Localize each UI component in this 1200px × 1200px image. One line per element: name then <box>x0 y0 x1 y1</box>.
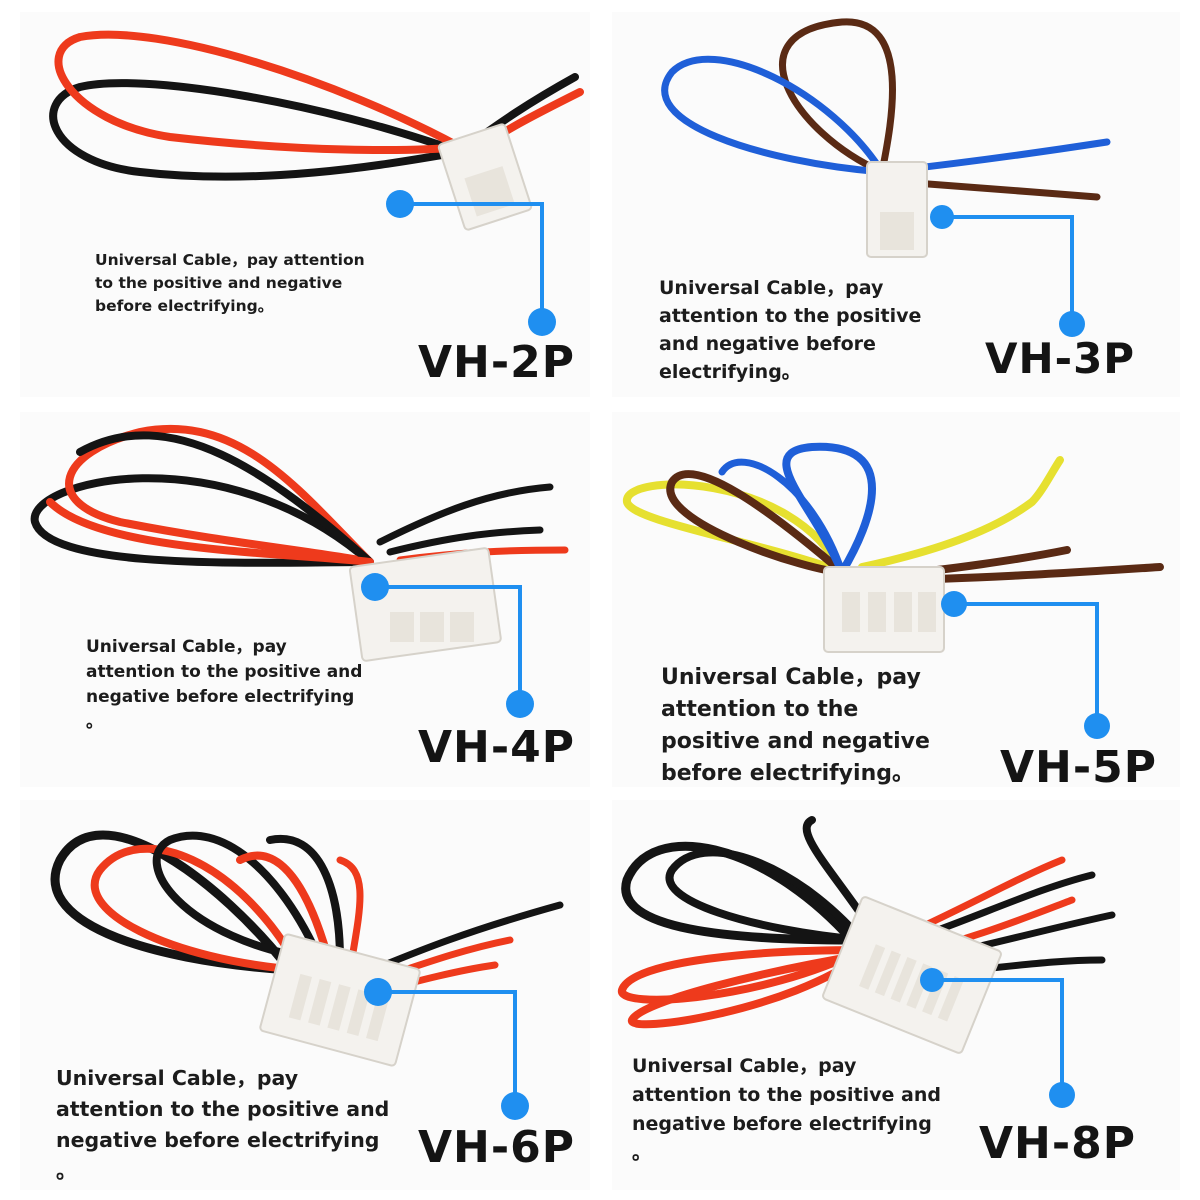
panel-vh-4p: Universal Cable，pay attention to the pos… <box>20 412 590 787</box>
cable-photo-vh-2p <box>49 30 584 336</box>
product-description: Universal Cable，pay attention to the pos… <box>659 277 922 383</box>
model-label: VH-5P <box>1000 742 1158 787</box>
cable-photo-vh-3p <box>661 18 1111 337</box>
product-description: Universal Cable，pay attention to the pos… <box>95 251 365 315</box>
product-description: Universal Cable，pay attention to the pos… <box>661 665 930 786</box>
product-description: Universal Cable，pay attention to the pos… <box>86 637 363 732</box>
panel-vh-2p: Universal Cable，pay attention to the pos… <box>20 12 590 397</box>
panel-vh-3p: Universal Cable，pay attention to the pos… <box>612 12 1180 397</box>
panel-vh-5p: Universal Cable，pay attention to the pos… <box>612 412 1180 787</box>
cable-photo-vh-8p <box>618 816 1116 1108</box>
model-label: VH-2P <box>418 337 576 388</box>
panel-vh-6p: Universal Cable，pay attention to the pos… <box>20 800 590 1190</box>
model-label: VH-6P <box>418 1122 576 1173</box>
cable-photo-vh-6p <box>50 830 564 1120</box>
model-label: VH-3P <box>985 334 1136 383</box>
cable-photo-vh-4p <box>30 424 569 718</box>
panel-vh-8p: Universal Cable，pay attention to the pos… <box>612 800 1180 1190</box>
cable-photo-vh-5p <box>623 442 1164 739</box>
product-description: Universal Cable，pay attention to the pos… <box>56 1066 390 1183</box>
product-description: Universal Cable，pay attention to the pos… <box>632 1055 941 1164</box>
model-label: VH-4P <box>418 722 576 773</box>
model-label: VH-8P <box>979 1118 1137 1169</box>
